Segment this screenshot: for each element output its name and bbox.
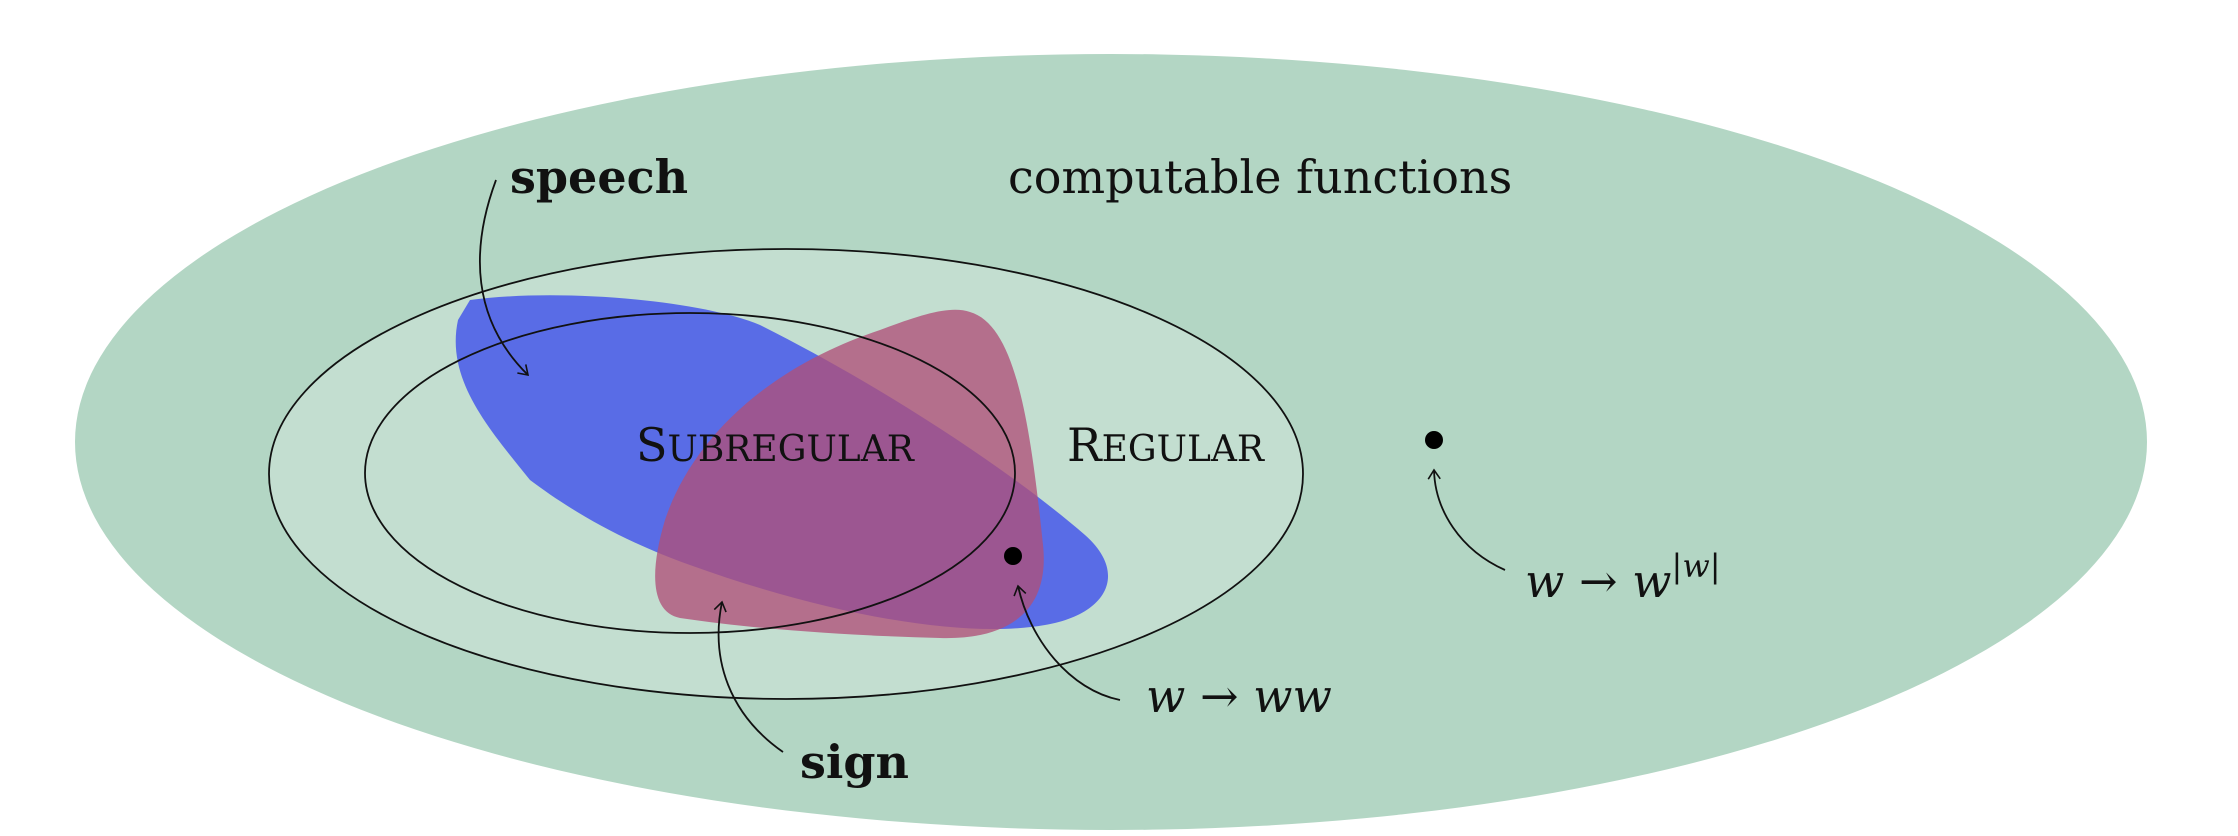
- speech-arrow: [479, 179, 530, 377]
- power-arrow: [1427, 468, 1506, 571]
- sign-label: sign: [800, 735, 909, 789]
- ww-point: [1004, 547, 1022, 565]
- regular-label-cap: R: [1067, 418, 1103, 472]
- subregular-label-cap: S: [636, 418, 668, 472]
- power-example-label: w → w|w|: [1525, 547, 1721, 608]
- ww-example-label: w → ww: [1146, 669, 1332, 723]
- subregular-label: SUBREGULAR: [636, 418, 915, 472]
- speech-label: speech: [510, 150, 688, 204]
- subregular-label-rest: UBREGULAR: [668, 429, 915, 470]
- regular-label-rest: EGULAR: [1102, 429, 1265, 470]
- power-point: [1425, 431, 1443, 449]
- power-lhs: w: [1525, 554, 1564, 608]
- ww-arrow: [1013, 584, 1121, 701]
- power-exponent: |w|: [1672, 547, 1721, 585]
- subregular-outline: [364, 312, 1016, 634]
- ww-lhs: w: [1146, 669, 1185, 723]
- power-arrow-symbol: →: [1579, 554, 1618, 608]
- power-rhs: w: [1632, 554, 1671, 608]
- ww-arrow-symbol: →: [1200, 669, 1239, 723]
- sign-region: [655, 309, 1044, 639]
- sign-arrow: [713, 600, 784, 753]
- regular-outline: [268, 248, 1304, 700]
- ww-rhs: ww: [1253, 669, 1332, 723]
- regular-label: REGULAR: [1067, 418, 1265, 472]
- computable-functions-label: computable functions: [1008, 150, 1512, 204]
